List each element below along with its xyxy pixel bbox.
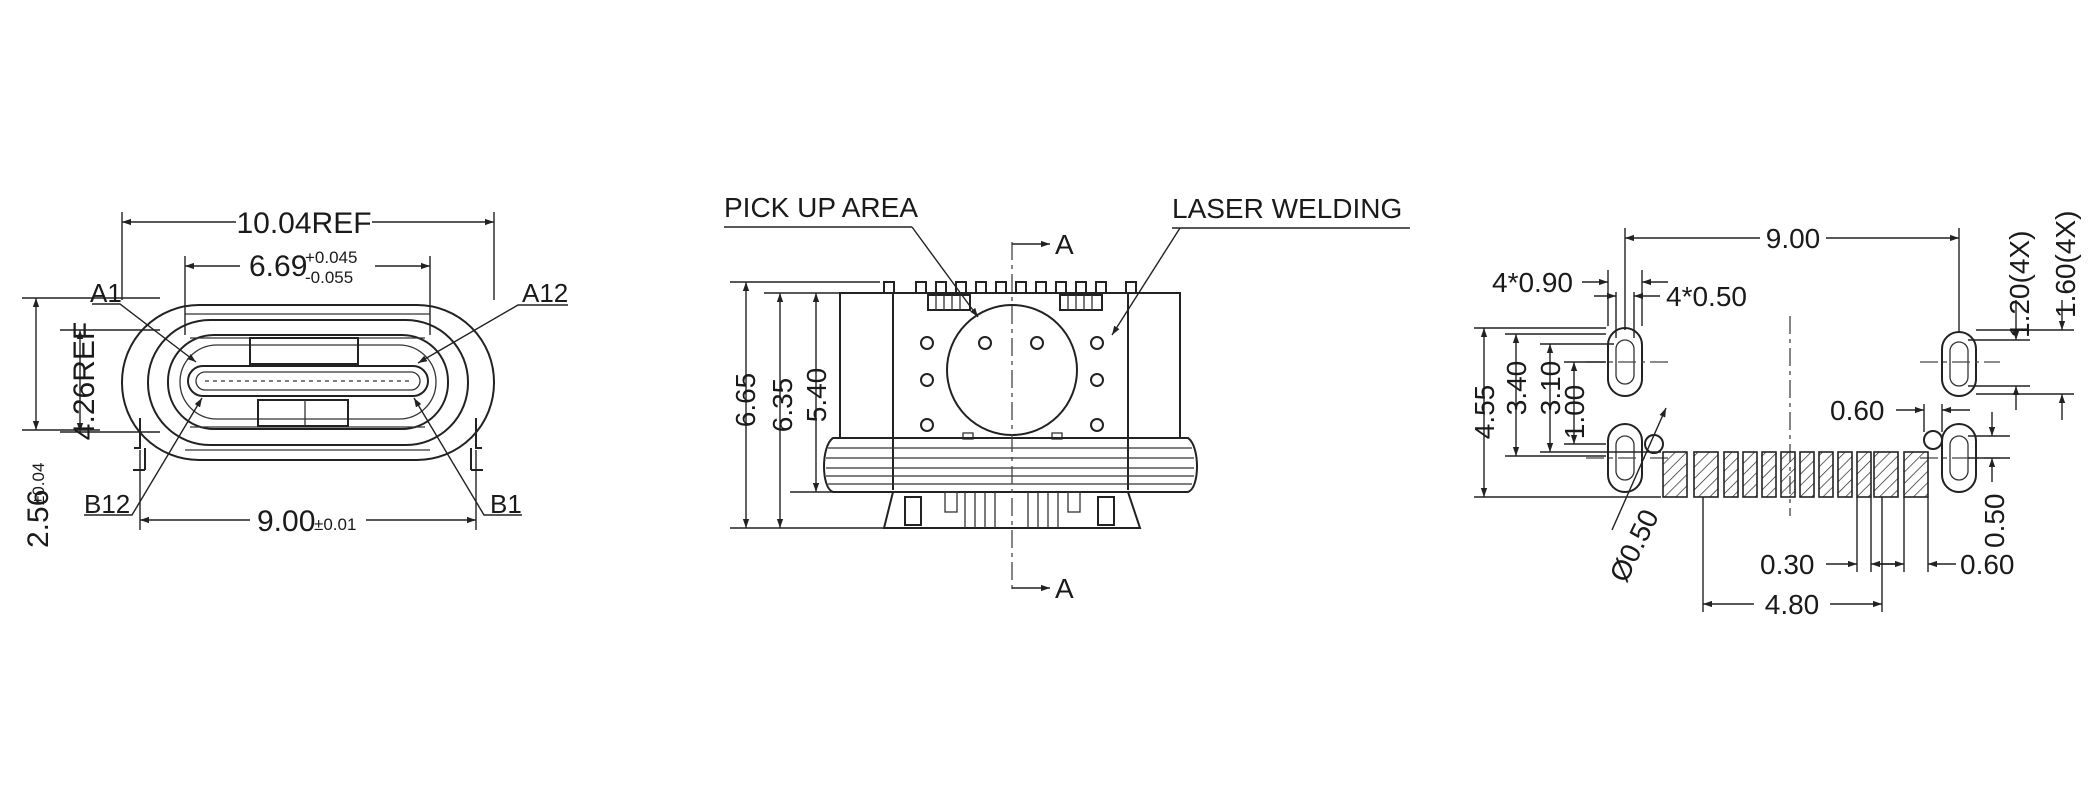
height-tol-label: ±0.04	[29, 463, 48, 505]
footprint-pads	[1662, 451, 1929, 498]
tongue-inner	[179, 344, 437, 420]
pitch-tol-label: ±0.01	[314, 515, 356, 534]
dim-455-label: 4.55	[1469, 385, 1500, 440]
pin-b1-label: B1	[490, 489, 522, 519]
section-top-label: A	[1055, 229, 1074, 260]
slot-090-label: 4*0.90	[1492, 267, 1573, 298]
dim-635-label: 6.35	[767, 378, 798, 433]
shell-inner	[147, 319, 469, 446]
top-view: A A PICK UP AREA LASER WELDING 6.65 6.35…	[724, 192, 1410, 604]
dim-160-label: 1.60(4X)	[2050, 211, 2081, 318]
contact-bar	[187, 365, 429, 397]
height-label: 2.56	[22, 490, 55, 548]
opening-tol-minus: -0.055	[305, 268, 353, 287]
dim-665-label: 6.65	[730, 373, 761, 428]
pick-up-area-label: PICK UP AREA	[724, 192, 918, 223]
section-bottom-label: A	[1055, 573, 1074, 604]
dim-100-label: 1.00	[1559, 385, 1590, 440]
opening-width-label: 6.69	[249, 250, 307, 283]
dim-310-label: 3.10	[1535, 361, 1566, 416]
sealing-ring	[823, 437, 1198, 493]
pitch-width-label: 9.00	[257, 505, 315, 538]
width-ref-label: 10.04REF	[236, 207, 371, 240]
front-view: 10.04REF 6.69 +0.045 -0.055 9.00 ±0.01 4…	[22, 207, 568, 548]
height-ref-label: 4.26REF	[68, 322, 101, 440]
dim-diameter-label: Ø0.50	[1604, 504, 1665, 586]
top-pins	[883, 281, 1137, 294]
dim-060-lower-label: 0.60	[1960, 549, 2015, 580]
dim-480-label: 4.80	[1765, 589, 1820, 620]
dim-060-upper-label: 0.60	[1830, 395, 1885, 426]
pin-a12-label: A12	[522, 278, 568, 308]
dim-540-label: 5.40	[801, 368, 832, 423]
tongue-outer	[167, 334, 449, 430]
width-900-label: 9.00	[1766, 223, 1821, 254]
dim-340-label: 3.40	[1501, 361, 1532, 416]
footprint-view: 9.00 4*0.90 4*0.50 1.20(4X) 1.60(4X)	[1469, 211, 2081, 620]
opening-tol-plus: +0.045	[305, 248, 357, 267]
slot-050-label: 4*0.50	[1666, 281, 1747, 312]
laser-welding-label: LASER WELDING	[1172, 193, 1402, 224]
dim-120-label: 1.20(4X)	[2004, 231, 2035, 338]
pin-a1-label: A1	[90, 278, 122, 308]
dim-030-label: 0.30	[1760, 549, 1815, 580]
dim-050-label: 0.50	[1979, 494, 2010, 549]
shell-outer	[121, 304, 495, 461]
pin-b12-label: B12	[84, 489, 130, 519]
